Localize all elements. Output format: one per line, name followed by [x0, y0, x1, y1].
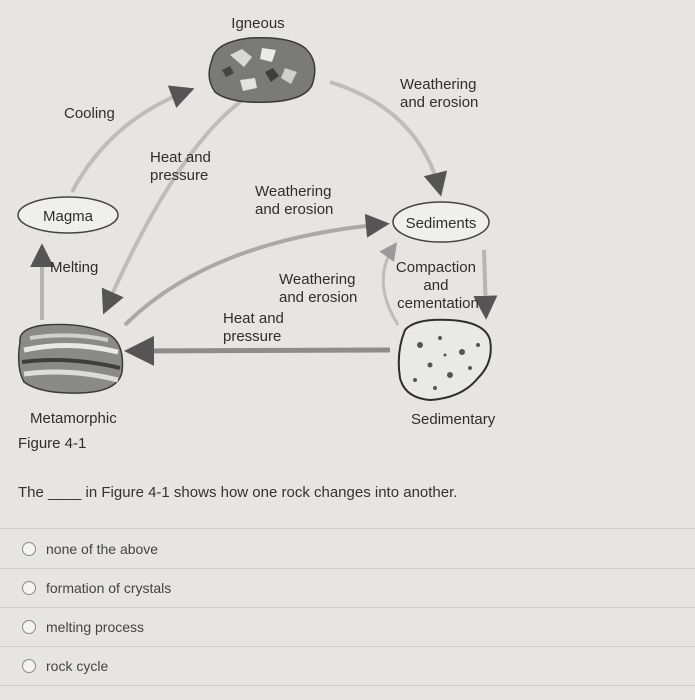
divider — [0, 568, 695, 569]
radio-circle-icon[interactable] — [22, 542, 36, 556]
igneous-rock-image — [208, 36, 316, 104]
magma-label: Magma — [43, 208, 94, 225]
option-none-of-the-above[interactable]: none of the above — [22, 538, 158, 560]
sedimentary-rock-image — [397, 318, 492, 402]
sedimentary-label: Sedimentary — [411, 411, 496, 428]
weathering-erosion-label-1: Weathering and erosion — [400, 76, 481, 111]
cooling-label: Cooling — [64, 105, 115, 122]
option-label: rock cycle — [46, 658, 109, 674]
heat-pressure-label-2: Heat and pressure — [223, 310, 288, 345]
question-text: The ____ in Figure 4-1 shows how one roc… — [18, 484, 458, 501]
cooling-arrow — [70, 85, 195, 193]
metamorphic-label: Metamorphic — [30, 410, 117, 427]
divider — [0, 646, 695, 647]
radio-circle-icon[interactable] — [22, 620, 36, 634]
divider — [0, 607, 695, 608]
weathering-arrow-metamorphic-to-sediments — [123, 213, 390, 327]
divider — [0, 685, 695, 686]
weathering-erosion-label-3: Weathering and erosion — [279, 271, 360, 306]
option-label: formation of crystals — [46, 580, 172, 596]
divider — [0, 528, 695, 529]
heat-pressure-arrow-igneous-to-metamorphic — [101, 93, 252, 315]
option-label: none of the above — [46, 541, 159, 557]
option-melting-process[interactable]: melting process — [22, 616, 144, 638]
rock-cycle-diagram: Magma Sediments Igneous Weathering and e… — [17, 15, 498, 452]
option-formation-of-crystals[interactable]: formation of crystals — [22, 577, 171, 599]
melting-label: Melting — [50, 259, 98, 276]
igneous-label: Igneous — [231, 15, 284, 32]
weathering-arrow-sedimentary-to-sediments — [379, 242, 400, 326]
compaction-cementation-label: Compaction and cementation — [396, 259, 480, 312]
option-rock-cycle[interactable]: rock cycle — [22, 655, 108, 677]
radio-circle-icon[interactable] — [22, 659, 36, 673]
weathering-erosion-label-2: Weathering and erosion — [255, 183, 336, 218]
radio-circle-icon[interactable] — [22, 581, 36, 595]
heat-pressure-label-1: Heat and pressure — [150, 149, 215, 184]
sediments-node — [392, 201, 490, 243]
weathering-arrow-igneous-to-sediments — [329, 80, 448, 197]
magma-node — [17, 196, 119, 234]
sediments-label: Sediments — [406, 215, 477, 232]
figure-caption: Figure 4-1 — [18, 435, 86, 452]
option-label: melting process — [46, 619, 145, 635]
compaction-arrow — [473, 249, 498, 320]
heat-pressure-arrow-sedimentary-to-metamorphic — [124, 335, 391, 366]
metamorphic-rock-image — [17, 323, 124, 394]
